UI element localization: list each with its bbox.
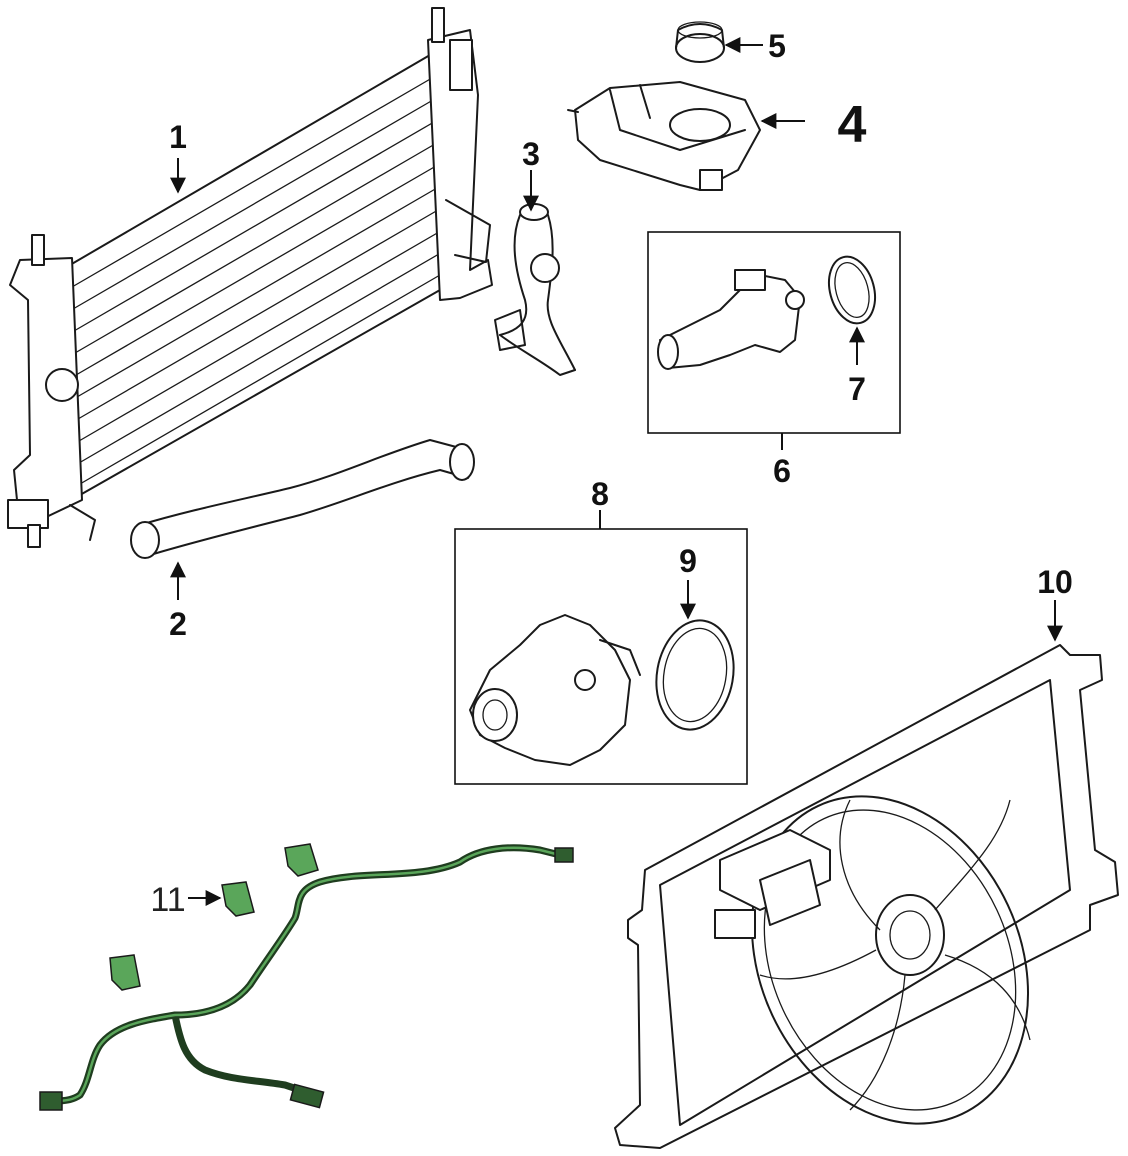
callout-7: 7: [848, 371, 866, 407]
radiator: [7, 7, 493, 548]
callout-10: 10: [1037, 564, 1073, 600]
wiring-harness: [39, 844, 574, 1111]
lower-radiator-hose: [130, 439, 475, 559]
callout-8: 8: [591, 476, 609, 512]
callout-9: 9: [679, 543, 697, 579]
callout-4: 4: [838, 96, 867, 154]
expansion-tank-cap: [675, 21, 725, 63]
callout-11: 11: [150, 881, 185, 919]
thermostat-housing-box: [647, 231, 901, 434]
upper-radiator-hose: [494, 203, 576, 376]
harness-clip-icon: [221, 881, 255, 917]
coolant-expansion-tank: [567, 81, 761, 191]
leader-lines: [170, 37, 1063, 906]
callout-6: 6: [773, 453, 791, 489]
harness-clip-icon: [109, 954, 141, 991]
water-pump-box: [454, 528, 748, 785]
thermostat-gasket: [827, 255, 877, 325]
callout-1: 1: [169, 119, 187, 155]
callout-5: 5: [768, 28, 786, 64]
callout-3: 3: [522, 136, 540, 172]
callout-2: 2: [169, 606, 187, 642]
cooling-fan-shroud-assembly: [614, 644, 1119, 1149]
harness-clip-icon: [284, 843, 319, 877]
water-pump-o-ring: [655, 619, 735, 731]
